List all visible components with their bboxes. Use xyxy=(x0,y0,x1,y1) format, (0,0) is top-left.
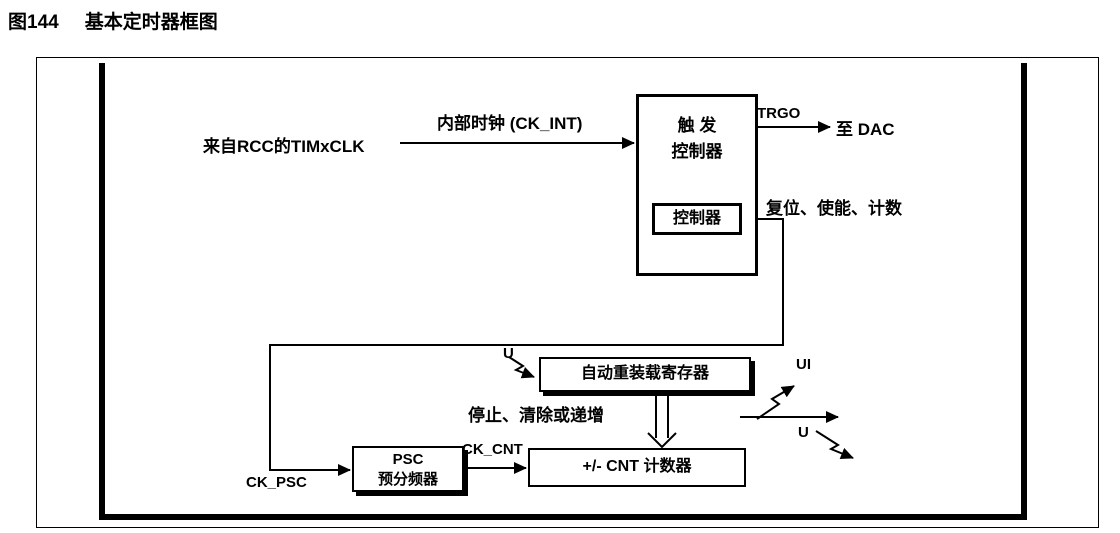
internal-clock-label: 内部时钟 (CK_INT) xyxy=(437,114,583,133)
prescaler-block: PSC 预分频器 xyxy=(352,446,464,492)
stop-clear-increment-label: 停止、清除或递增 xyxy=(468,406,604,425)
trigger-controller-label-line1: 触 发 xyxy=(677,116,717,135)
trigger-controller-block: 触 发 控制器 xyxy=(636,94,758,276)
prescaler-label-line2: 预分频器 xyxy=(377,471,438,489)
preload-transfer-open-arrowhead xyxy=(647,432,677,449)
update-event-left-label: U xyxy=(503,345,514,362)
control-signal-path xyxy=(269,218,784,476)
prescaler-label-line1: PSC xyxy=(392,451,424,468)
ck-psc-label: CK_PSC xyxy=(246,474,307,491)
frame-bottom-bar xyxy=(99,514,1027,520)
update-interrupt-zigzag-icon xyxy=(756,385,795,420)
figure-title: 基本定时器框图 xyxy=(84,12,218,33)
update-event-right-zigzag-icon xyxy=(815,430,854,460)
frame-right-bar xyxy=(1021,63,1027,520)
trgo-label: TRGO xyxy=(757,105,801,122)
counter-block: +/- CNT 计数器 xyxy=(528,448,746,487)
figure-border xyxy=(36,57,1099,528)
update-interrupt-label: UI xyxy=(796,356,811,373)
clock-source-label: 来自RCC的TIMxCLK xyxy=(203,137,365,156)
trigger-controller-label-line2: 控制器 xyxy=(671,141,723,161)
preload-transfer-lines xyxy=(655,392,669,438)
update-event-right-label: U xyxy=(798,424,809,441)
ck-cnt-label: CK_CNT xyxy=(462,441,523,458)
update-event-left-zigzag-icon xyxy=(508,356,535,379)
figure-caption: 图144 基本定时器框图 xyxy=(8,7,218,34)
controller-block: 控制器 xyxy=(652,203,742,235)
control-signals-label: 复位、使能、计数 xyxy=(766,199,902,218)
to-dac-label: 至 DAC xyxy=(836,120,895,139)
frame-left-bar xyxy=(99,63,105,520)
auto-reload-register-block: 自动重装载寄存器 xyxy=(539,357,751,392)
figure-number: 图144 xyxy=(8,12,59,33)
